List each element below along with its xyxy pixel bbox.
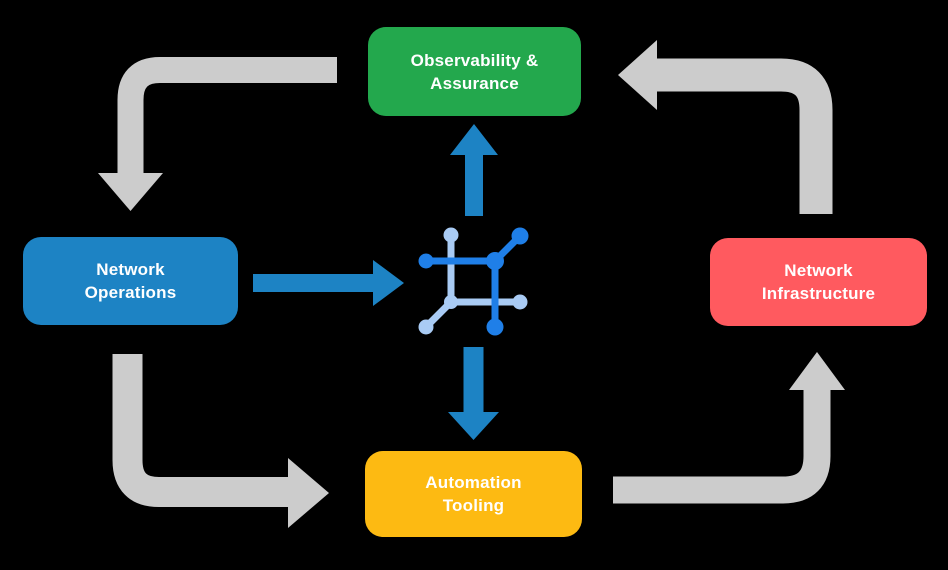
hub-icon-node xyxy=(486,318,504,336)
node-label-line: Network xyxy=(784,261,853,280)
hub-icon-node xyxy=(444,295,458,309)
arrowhead-down-icon xyxy=(98,173,163,211)
network-hub-icon xyxy=(418,227,529,336)
arrowhead-right-icon xyxy=(373,260,404,306)
node-label-line: Operations xyxy=(84,283,177,302)
node-label-line: Assurance xyxy=(430,73,519,93)
arrow-operations-to-automation xyxy=(112,354,329,528)
arrow-shaft xyxy=(117,57,337,176)
arrowhead-down-icon xyxy=(448,412,499,440)
node-label-line: Observability & xyxy=(410,50,539,70)
node-network-infrastructure: Network Infrastructure xyxy=(710,238,927,326)
arrowhead-left-icon xyxy=(618,40,657,110)
hub-icon-node xyxy=(443,227,459,243)
node-label-line: Automation xyxy=(425,473,522,492)
arrow-infrastructure-to-observability xyxy=(618,40,833,214)
node-label-line: Network xyxy=(96,260,165,279)
hub-icon-node xyxy=(486,252,504,270)
node-observability-assurance: Observability & Assurance xyxy=(368,27,581,116)
arrowhead-up-icon xyxy=(789,352,845,390)
arrow-automation-to-infrastructure xyxy=(613,352,845,504)
node-label-line: Tooling xyxy=(442,496,505,515)
arrowhead-up-icon xyxy=(450,124,498,155)
hub-icon-node xyxy=(418,319,434,335)
hub-icon-node xyxy=(418,253,434,269)
node-label-line: Infrastructure xyxy=(761,284,876,303)
arrow-observability-to-operations xyxy=(98,57,337,211)
arrow-shaft xyxy=(613,390,831,504)
hub-icon-node xyxy=(512,294,528,310)
hub-icon-node xyxy=(511,227,529,245)
arrow-hub-to-observability xyxy=(450,124,498,216)
arrow-shaft xyxy=(112,354,289,507)
arrowhead-right-icon xyxy=(288,458,329,528)
node-automation-tooling: Automation Tooling xyxy=(365,451,582,537)
arrow-hub-to-automation xyxy=(448,347,499,440)
arrow-shaft xyxy=(657,58,833,214)
node-network-operations: Network Operations xyxy=(23,237,238,325)
arrow-operations-to-hub xyxy=(253,260,404,306)
